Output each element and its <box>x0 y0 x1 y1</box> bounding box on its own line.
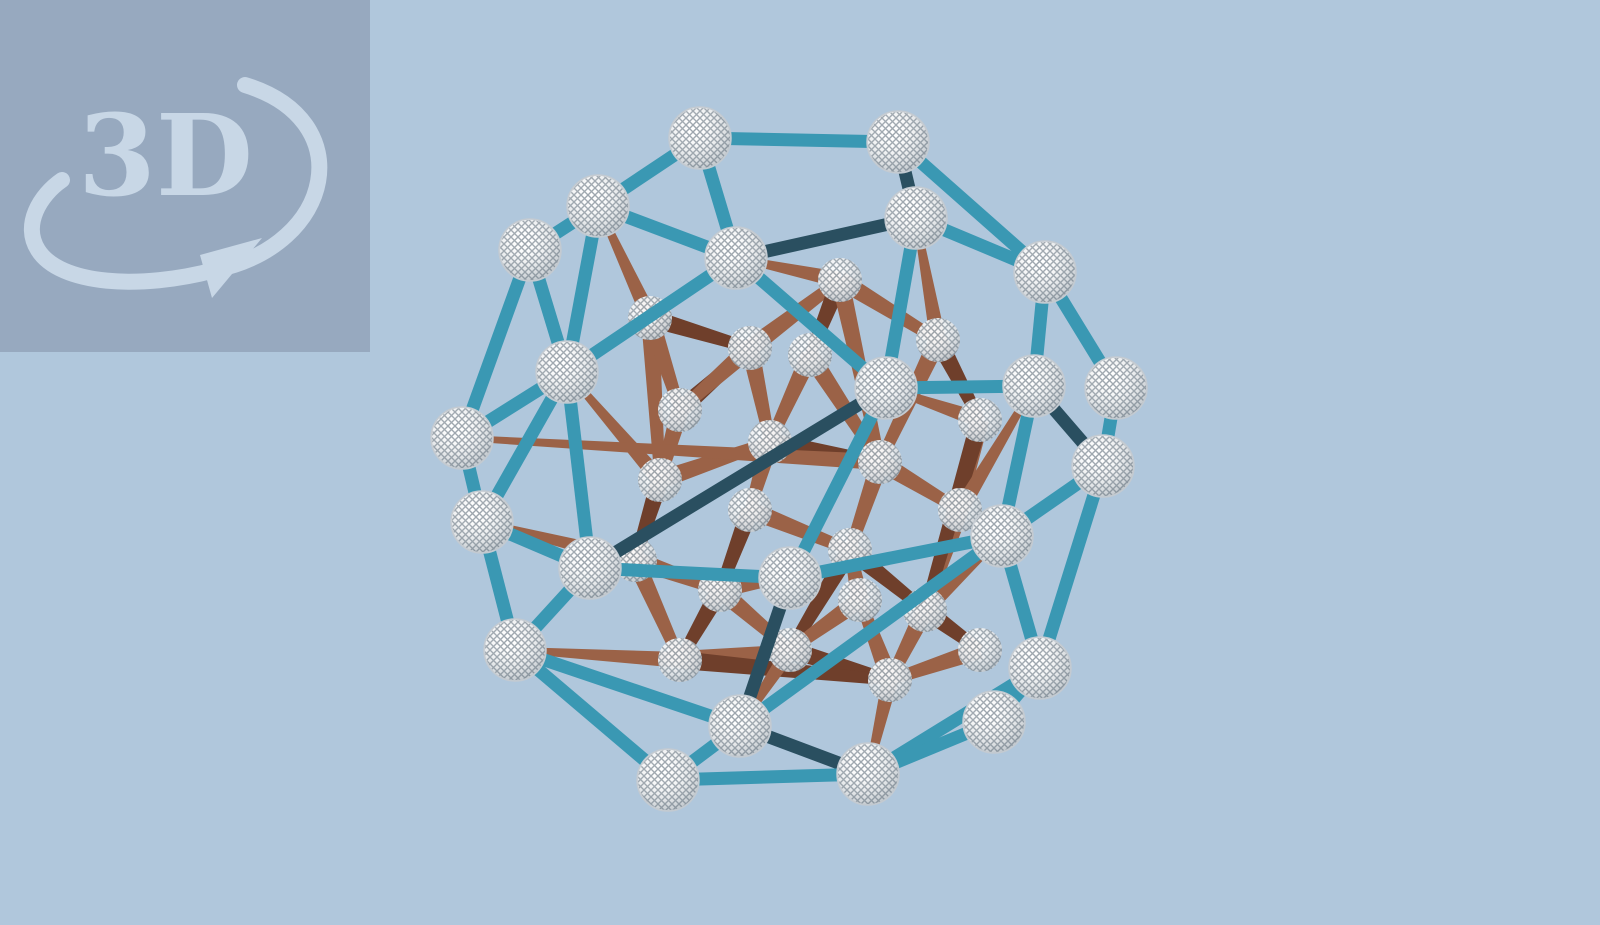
inner-node <box>958 398 1002 442</box>
outer-node <box>483 618 547 682</box>
outer-node <box>1008 636 1072 700</box>
inner-node <box>858 440 902 484</box>
outer-strut <box>788 529 1004 585</box>
outer-strut <box>731 253 891 393</box>
inner-node <box>728 488 772 532</box>
outer-node <box>854 356 918 420</box>
inner-strut <box>835 272 941 345</box>
inner-nodes <box>613 258 1002 702</box>
outer-node <box>430 406 494 470</box>
outer-node <box>668 106 732 170</box>
outer-nodes <box>430 106 1148 812</box>
outer-node <box>704 226 768 290</box>
inner-strut <box>953 384 1037 515</box>
outer-strut <box>563 252 740 378</box>
outer-node <box>498 218 562 282</box>
inner-node <box>838 578 882 622</box>
inner-strut <box>514 647 681 668</box>
outer-strut <box>736 530 1006 732</box>
outer-strut <box>699 131 899 149</box>
outer-node <box>962 690 1026 754</box>
outer-node <box>566 174 630 238</box>
outer-strut <box>455 247 537 441</box>
badge-label: 3D <box>78 91 253 222</box>
inner-node <box>768 628 812 672</box>
outer-strut <box>512 643 743 733</box>
inner-node <box>938 488 982 532</box>
outer-strut <box>510 645 673 785</box>
outer-strut <box>784 385 892 581</box>
inner-strut <box>746 501 853 556</box>
outer-node <box>970 504 1034 568</box>
inner-node <box>658 388 702 432</box>
outer-node <box>884 186 948 250</box>
outer-node <box>708 694 772 758</box>
outer-node <box>1013 240 1077 304</box>
outer-strut <box>667 767 869 787</box>
outer-node <box>758 546 822 610</box>
outer-node <box>1084 356 1148 420</box>
outer-node <box>636 748 700 812</box>
inner-node <box>818 258 862 302</box>
outer-strut <box>586 382 890 574</box>
inner-node <box>958 628 1002 672</box>
outer-node <box>450 490 514 554</box>
inner-node <box>788 333 832 377</box>
outer-strut <box>1033 464 1110 670</box>
inner-strut <box>741 346 776 444</box>
outer-strut <box>893 137 1050 277</box>
outer-node <box>1071 434 1135 498</box>
outer-node <box>535 340 599 404</box>
inner-node <box>728 326 772 370</box>
outer-node <box>1002 354 1066 418</box>
polyhedron-canvas <box>430 106 1148 812</box>
polyhedron-model[interactable] <box>420 90 1180 830</box>
outer-node <box>866 110 930 174</box>
inner-strut <box>647 309 752 354</box>
inner-node <box>916 318 960 362</box>
rotate-arrow-icon <box>23 77 328 298</box>
3d-rotate-badge[interactable]: 3D <box>0 0 370 352</box>
outer-node <box>836 742 900 806</box>
inner-node <box>658 638 702 682</box>
outer-strut <box>560 371 597 569</box>
inner-node <box>638 458 682 502</box>
inner-node <box>868 658 912 702</box>
inner-strut <box>564 370 667 486</box>
inner-strut <box>626 556 685 663</box>
outer-strut <box>589 561 791 585</box>
outer-node <box>558 536 622 600</box>
